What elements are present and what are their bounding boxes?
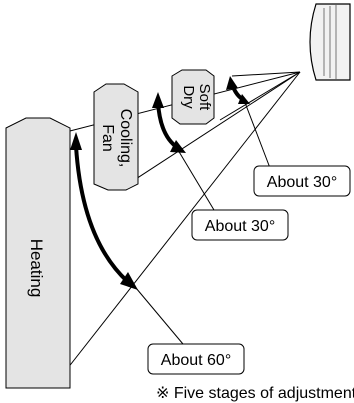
soft-dry-label-line2: Dry [180,85,197,109]
heating-zone: Heating [5,117,71,389]
heating-angle-callout: About 60° [147,343,245,375]
soft-dry-label-line1: Soft [196,84,213,112]
cooling-angle-callout: About 30° [191,209,289,241]
heating-label: Heating [27,239,46,298]
callout-leaders [135,99,271,351]
arrow-heads [70,76,250,290]
adjustment-note: ※ Five stages of adjustment [156,385,354,402]
soft-dry-zone: Soft Dry [171,69,215,125]
heating-angle-arrow [74,145,130,284]
cooling-angle-text: About 30° [205,218,275,235]
cooling-fan-zone: Cooling, Fan [93,83,139,191]
soft-dry-angle-text: About 30° [267,174,337,191]
air-conditioner-icon [309,3,351,81]
heating-angle-text: About 60° [161,352,231,369]
cooling-label-line1: Cooling, [117,109,134,168]
soft-dry-angle-callout: About 30° [253,165,351,197]
cooling-label-line2: Fan [99,124,116,152]
